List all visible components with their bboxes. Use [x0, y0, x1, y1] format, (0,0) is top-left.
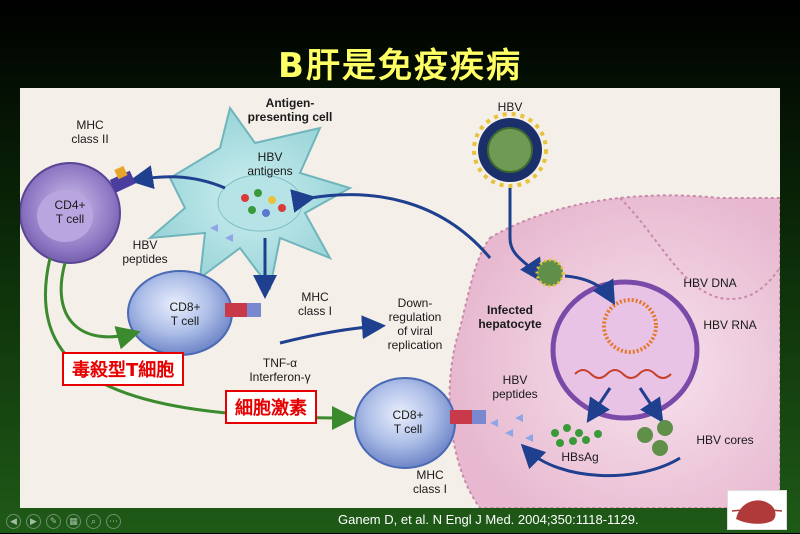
- logo: [727, 490, 787, 530]
- label-down-regulation: Down- regulation of viral replication: [387, 296, 443, 352]
- label-hbv-peptides-right: HBV peptides: [492, 373, 538, 401]
- label-hbv-antigens: HBV antigens: [247, 150, 293, 178]
- label-hbv-cores: HBV cores: [696, 433, 754, 447]
- logo-graphic: [731, 500, 783, 524]
- hepatocyte-region: [448, 194, 780, 508]
- label-infected-hepatocyte: Infected hepatocyte: [478, 303, 542, 331]
- label-hbv-peptides-left: HBV peptides: [122, 238, 168, 266]
- callout-cytotoxic-t-cell: 毒殺型T細胞: [62, 352, 185, 386]
- label-tnf-interferon: TNF-α Interferon-γ: [249, 356, 311, 384]
- hbv-virus: [472, 112, 616, 306]
- hepatocyte-nucleus: [550, 279, 700, 421]
- pen-icon[interactable]: ✎: [46, 514, 61, 529]
- label-mhc-class-i-top: MHC class I: [297, 290, 332, 318]
- hbv-peptide-triangles: [210, 224, 533, 442]
- immune-diagram: Antigen- presenting cell HBV antigens HB…: [20, 88, 780, 508]
- slide-title: B肝是免疫疾病: [278, 46, 522, 86]
- more-icon[interactable]: ⋯: [106, 514, 121, 529]
- label-mhc-class-i-bottom: MHC class I: [412, 468, 447, 496]
- label-hbv: HBV: [497, 100, 523, 114]
- label-cd4-t-cell: CD4+ T cell: [54, 198, 86, 226]
- first-slide-icon[interactable]: ◀: [6, 514, 21, 529]
- label-hbv-dna: HBV DNA: [683, 276, 737, 290]
- hbv-dna-ring: [602, 298, 658, 354]
- callout-cytokines: 細胞激素: [225, 390, 317, 424]
- cd8-t-cell-bottom: [354, 377, 486, 469]
- zoom-icon[interactable]: ⌕: [86, 514, 101, 529]
- diagram-graphics: [20, 105, 780, 508]
- citation: Ganem D, et al. N Engl J Med. 2004;350:1…: [338, 512, 639, 527]
- prev-slide-icon[interactable]: ▶: [26, 514, 41, 529]
- label-mhc-class-ii: MHC class II: [71, 118, 109, 146]
- hbv-rna-strand: [574, 369, 672, 379]
- label-cd8-t-cell-bottom: CD8+ T cell: [392, 408, 424, 436]
- antigen-presenting-cell: [129, 105, 492, 299]
- label-hbv-rna: HBV RNA: [703, 318, 757, 332]
- label-cd8-t-cell-top: CD8+ T cell: [169, 300, 201, 328]
- slide-nav-toolbar: ◀ ▶ ✎ ▦ ⌕ ⋯: [6, 514, 121, 529]
- hbsag-particles: [551, 424, 602, 447]
- slides-icon[interactable]: ▦: [66, 514, 81, 529]
- label-antigen-presenting-cell: Antigen- presenting cell: [247, 96, 333, 124]
- hbv-core-particles: [637, 420, 673, 456]
- cd4-t-cell: [20, 162, 136, 264]
- label-hbsag: HBsAg: [561, 450, 599, 464]
